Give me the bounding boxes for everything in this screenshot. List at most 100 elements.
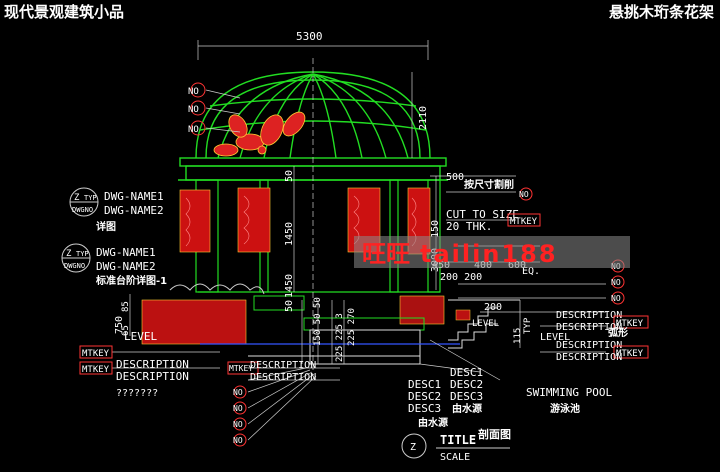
dim-85: 85 <box>121 301 131 312</box>
svg-text:MTKEY: MTKEY <box>510 217 538 227</box>
description-center-1: DESCRIPTION <box>250 360 316 371</box>
scale-label: SCALE <box>440 452 470 463</box>
typ-label: TYP <box>523 317 533 334</box>
mtkey-left-2: MTKEY <box>79 361 113 375</box>
bubble-dwgno: DWGNO <box>64 262 85 270</box>
leaders-left <box>112 89 340 441</box>
mtkey-right-2: MTKEY <box>613 345 649 359</box>
no-markers-top: NO NO NO <box>188 82 206 136</box>
no-label: NO <box>188 105 199 115</box>
description-right-4: DESCRIPTION <box>556 352 622 363</box>
dim-pool-stack: 225 225 3 <box>335 313 345 362</box>
svg-text:MTKEY: MTKEY <box>82 349 110 359</box>
svg-text:MTKEY: MTKEY <box>616 349 644 359</box>
svg-text:NO: NO <box>233 404 243 413</box>
platform-detail-label: 标准台阶详图-1 <box>95 274 167 287</box>
carved-pattern <box>185 195 417 247</box>
mtkey-center: MTKEY <box>227 361 259 375</box>
dwg-name1: DWG-NAME1 <box>96 246 156 259</box>
title-block: Z TITLE 剖面图 SCALE <box>401 427 511 463</box>
question-marks: ??????? <box>116 388 158 399</box>
dim-pool-stack-b: 225 270 <box>347 308 357 346</box>
svg-text:NO: NO <box>611 278 621 287</box>
title-label: TITLE <box>440 433 476 447</box>
dwg-bubble-1: Z TYP DWGNO DWG-NAME1 DWG-NAME2 详图 <box>69 187 164 233</box>
level-pool: LEVEL <box>472 319 499 329</box>
dim-base-stack: 150 50 50 <box>313 297 323 346</box>
cut-to-size: CUT TO SIZE <box>446 208 519 221</box>
desc3-b: DESC3 <box>450 390 483 403</box>
dim-500: 500 <box>446 172 464 183</box>
dim-65: 65 <box>121 325 131 336</box>
dim-200-200: 200 200 <box>440 272 482 283</box>
dim-dome-height: 2110 <box>418 106 429 130</box>
by-size-label: 按尺寸割削 <box>464 178 514 191</box>
dim-50b: 50 <box>284 300 295 312</box>
by-water-b: 由水源 <box>452 402 482 415</box>
dim-750: 750 <box>114 316 125 334</box>
watermark: 旺旺 tailin188 <box>354 236 630 268</box>
svg-text:NO: NO <box>233 420 243 429</box>
dwg-name1: DWG-NAME1 <box>104 190 164 203</box>
bubble-z: Z <box>66 249 72 259</box>
dwg-name2: DWG-NAME2 <box>104 204 164 217</box>
dim-1450a: 1450 <box>284 222 295 246</box>
svg-text:NO: NO <box>233 436 243 445</box>
dim-200: 200 <box>484 302 502 313</box>
section-label: 剖面图 <box>478 427 511 441</box>
dim-width-top: 5300 <box>296 30 323 43</box>
arch-label: 弧形 <box>608 326 628 339</box>
detail-label: 详图 <box>96 220 116 233</box>
svg-text:NO: NO <box>611 294 621 303</box>
dwg-name2: DWG-NAME2 <box>96 260 156 273</box>
description-left-1: DESCRIPTION <box>116 358 189 371</box>
mtkey-right-1: MTKEY <box>613 315 649 329</box>
desc3-a: DESC3 <box>408 402 441 415</box>
dim-eq: EQ. <box>522 266 540 277</box>
description-right-3: DESCRIPTION <box>556 340 622 351</box>
svg-text:NO: NO <box>519 190 529 199</box>
bubble-dwgno: DWGNO <box>72 206 93 214</box>
description-left-2: DESCRIPTION <box>116 370 189 383</box>
description-center-2: DESCRIPTION <box>250 372 316 383</box>
no-right-1: NO <box>519 187 533 201</box>
desc2-b: DESC2 <box>450 378 483 391</box>
dome-carving <box>213 111 306 157</box>
swimming-pool: SWIMMING POOL <box>526 386 612 399</box>
dim-1450b: 1450 <box>284 274 295 298</box>
desc2-a: DESC2 <box>408 390 441 403</box>
header-left-title: 现代景观建筑小品 <box>4 3 125 21</box>
watermark-id: tailin188 <box>420 240 558 268</box>
thk-label: 20 THK. <box>446 220 492 233</box>
no-label: NO <box>188 87 199 97</box>
by-water-a: 由水源 <box>418 416 448 429</box>
level-left: LEVEL <box>124 330 157 343</box>
svg-text:MTKEY: MTKEY <box>82 365 110 375</box>
description-right-1: DESCRIPTION <box>556 310 622 321</box>
leaders-right <box>419 175 606 381</box>
no-markers-bottom: NO NO NO NO <box>233 385 247 447</box>
planter <box>141 283 460 365</box>
bubble-z: Z <box>74 193 80 203</box>
desc1-a: DESC1 <box>408 378 441 391</box>
swimming-pool-cn: 游泳池 <box>550 402 580 415</box>
dim-50a: 50 <box>284 170 295 182</box>
no-label: NO <box>188 125 199 135</box>
bubble-typ: TYP <box>84 194 97 202</box>
mtkey-left-1: MTKEY <box>79 345 113 359</box>
dim-115: 115 <box>513 328 523 344</box>
desc1-b: DESC1 <box>450 366 483 379</box>
dwg-bubble-2: Z TYP DWGNO DWG-NAME1 DWG-NAME2 标准台阶详图-1 <box>61 243 167 287</box>
dim-150: 150 <box>430 220 441 238</box>
level-right: LEVEL <box>540 332 570 343</box>
bubble-typ: TYP <box>76 250 89 258</box>
description-right-2: DESCRIPTION <box>556 322 622 333</box>
svg-text:NO: NO <box>233 388 243 397</box>
mtkey-right-top: MTKEY <box>507 213 541 227</box>
svg-text:MTKEY: MTKEY <box>229 364 253 373</box>
watermark-shop: 旺旺 <box>362 240 410 268</box>
header-right-title: 悬挑木珩条花架 <box>608 3 714 21</box>
title-bubble: Z <box>410 442 416 453</box>
svg-text:MTKEY: MTKEY <box>616 319 644 329</box>
